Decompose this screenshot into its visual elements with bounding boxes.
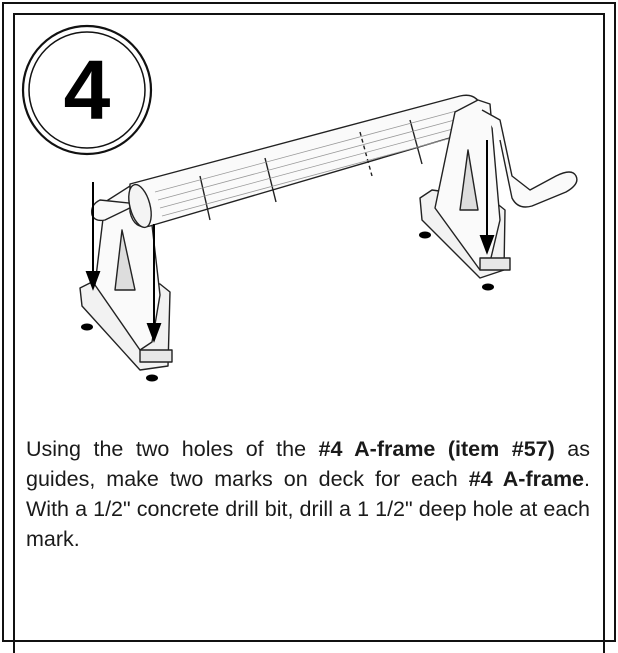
instruction-bold-frame: #4 A-frame — [468, 466, 585, 491]
step-number: 4 — [63, 43, 111, 137]
instruction-part3: . With a 1/2" concrete drill bit, drill … — [26, 466, 591, 551]
instruction-text: Using the two holes of the #4 A-frame (i… — [26, 434, 590, 554]
step-badge-circle — [21, 24, 153, 156]
roller-assembly-illustration — [79, 94, 578, 382]
instruction-part1: Using the two holes of the — [26, 436, 319, 461]
instruction-bold-item: #4 A-frame (item #57) — [318, 436, 555, 461]
instruction-part2: as guides, make two marks on deck for ea… — [26, 436, 591, 491]
inner-border — [13, 13, 605, 653]
